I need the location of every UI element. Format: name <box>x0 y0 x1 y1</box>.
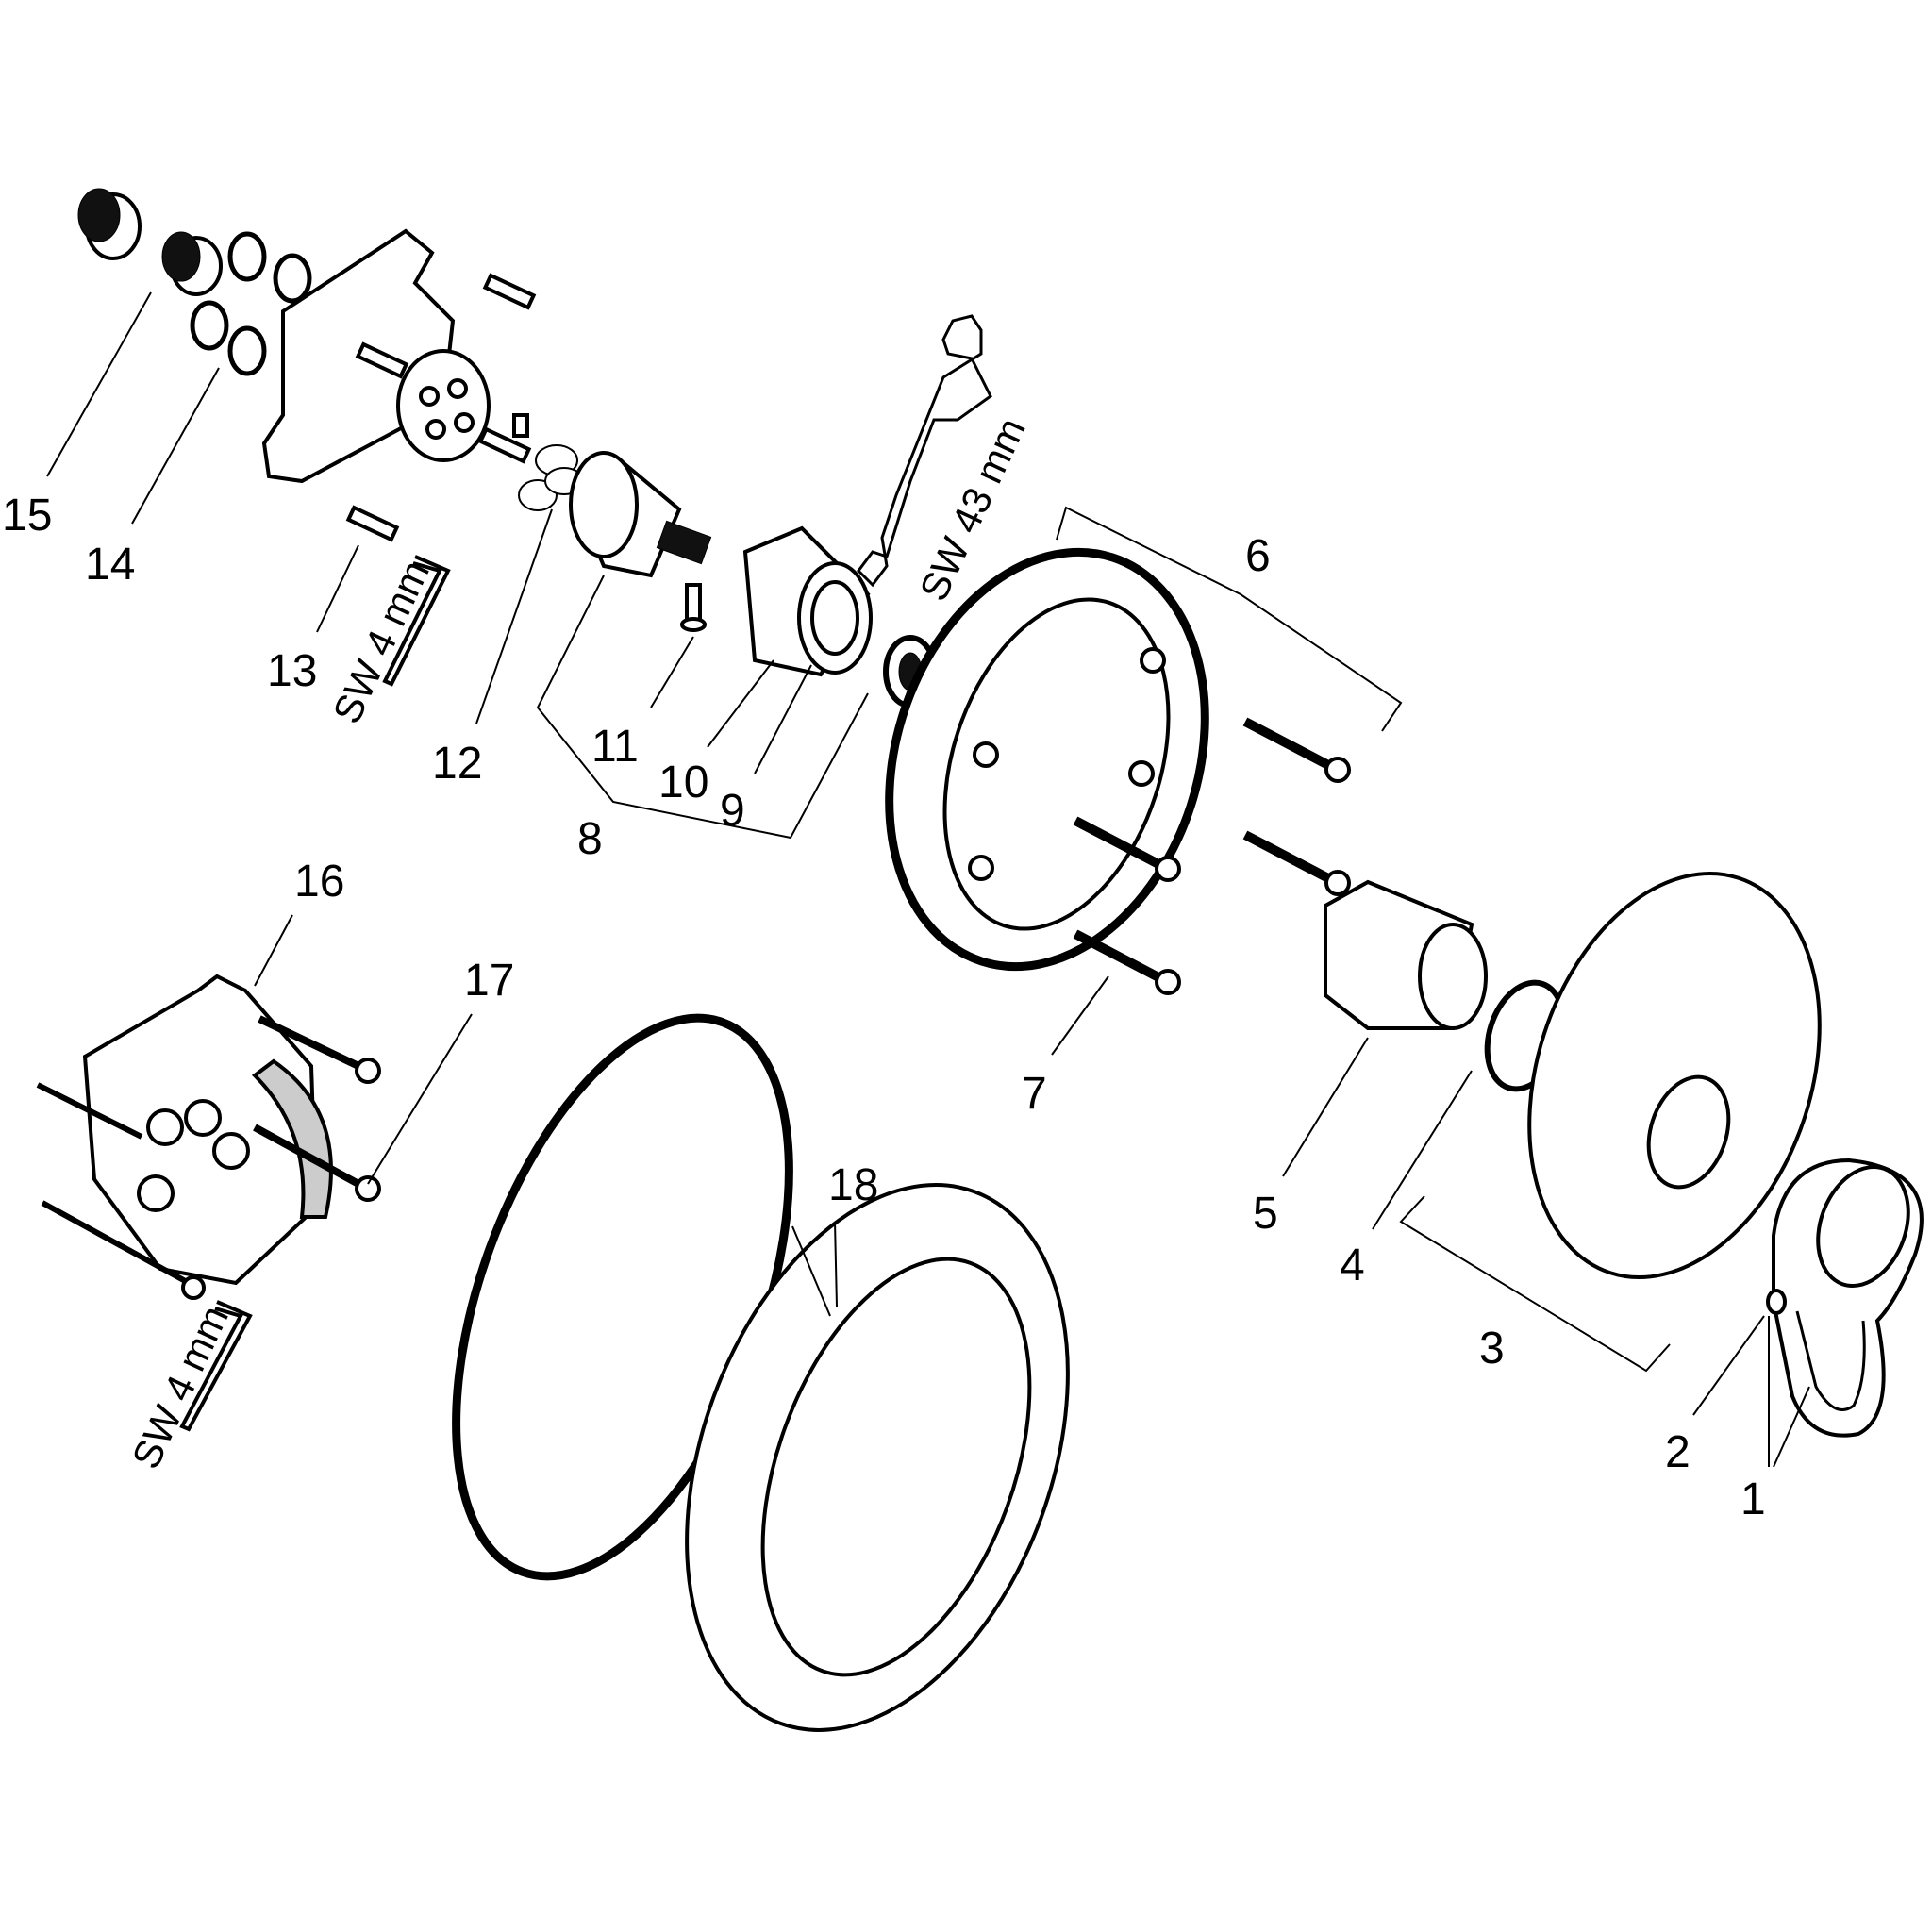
part-labels: 1 2 3 4 5 6 7 8 9 10 11 12 13 14 15 16 1… <box>2 491 1766 1524</box>
label-part-5: 5 <box>1253 1189 1278 1239</box>
label-part-15: 15 <box>2 491 52 541</box>
label-part-1: 1 <box>1740 1474 1766 1524</box>
part-15-connector <box>77 188 223 296</box>
mixer-body <box>261 228 491 484</box>
hex-key-lower-icon <box>179 1300 253 1432</box>
label-part-7: 7 <box>1022 1069 1047 1119</box>
label-part-18: 18 <box>828 1160 878 1210</box>
part-2-set-screw <box>1766 1289 1787 1315</box>
leader-lines <box>46 291 1810 1468</box>
part-18-seal-and-frame <box>452 1013 1070 1732</box>
label-part-16: 16 <box>294 857 344 907</box>
label-part-2: 2 <box>1665 1427 1690 1477</box>
part-16-body-with-screws <box>36 974 381 1300</box>
label-part-12: 12 <box>432 739 482 789</box>
label-part-17: 17 <box>464 956 514 1006</box>
part-11-screw <box>680 583 707 632</box>
hex-key-upper-icon <box>382 555 451 687</box>
label-part-10: 10 <box>658 758 708 808</box>
part-14-o-rings <box>190 231 312 376</box>
label-part-8: 8 <box>577 814 603 864</box>
part-12-washers <box>518 444 584 511</box>
part-3-cover-plate <box>1527 872 1822 1279</box>
label-part-6: 6 <box>1245 531 1271 581</box>
part-7-screws <box>1073 717 1351 995</box>
label-part-14: 14 <box>85 540 135 590</box>
part-8-cartridge <box>569 451 712 578</box>
wrench-icon <box>857 314 992 588</box>
part-5-sleeve <box>1324 879 1488 1030</box>
part-1-handle <box>1772 1158 1924 1438</box>
label-part-11: 11 <box>591 722 639 772</box>
part-10-part-9-bonnet <box>742 525 938 708</box>
label-part-3: 3 <box>1479 1324 1505 1374</box>
label-hex-key-lower: SW 4 mm <box>124 1299 237 1475</box>
label-part-9: 9 <box>720 786 745 836</box>
label-part-13: 13 <box>267 646 317 696</box>
screws-upper <box>345 273 537 542</box>
label-part-4: 4 <box>1340 1241 1365 1291</box>
part-6-mounting-ring <box>885 547 1209 972</box>
